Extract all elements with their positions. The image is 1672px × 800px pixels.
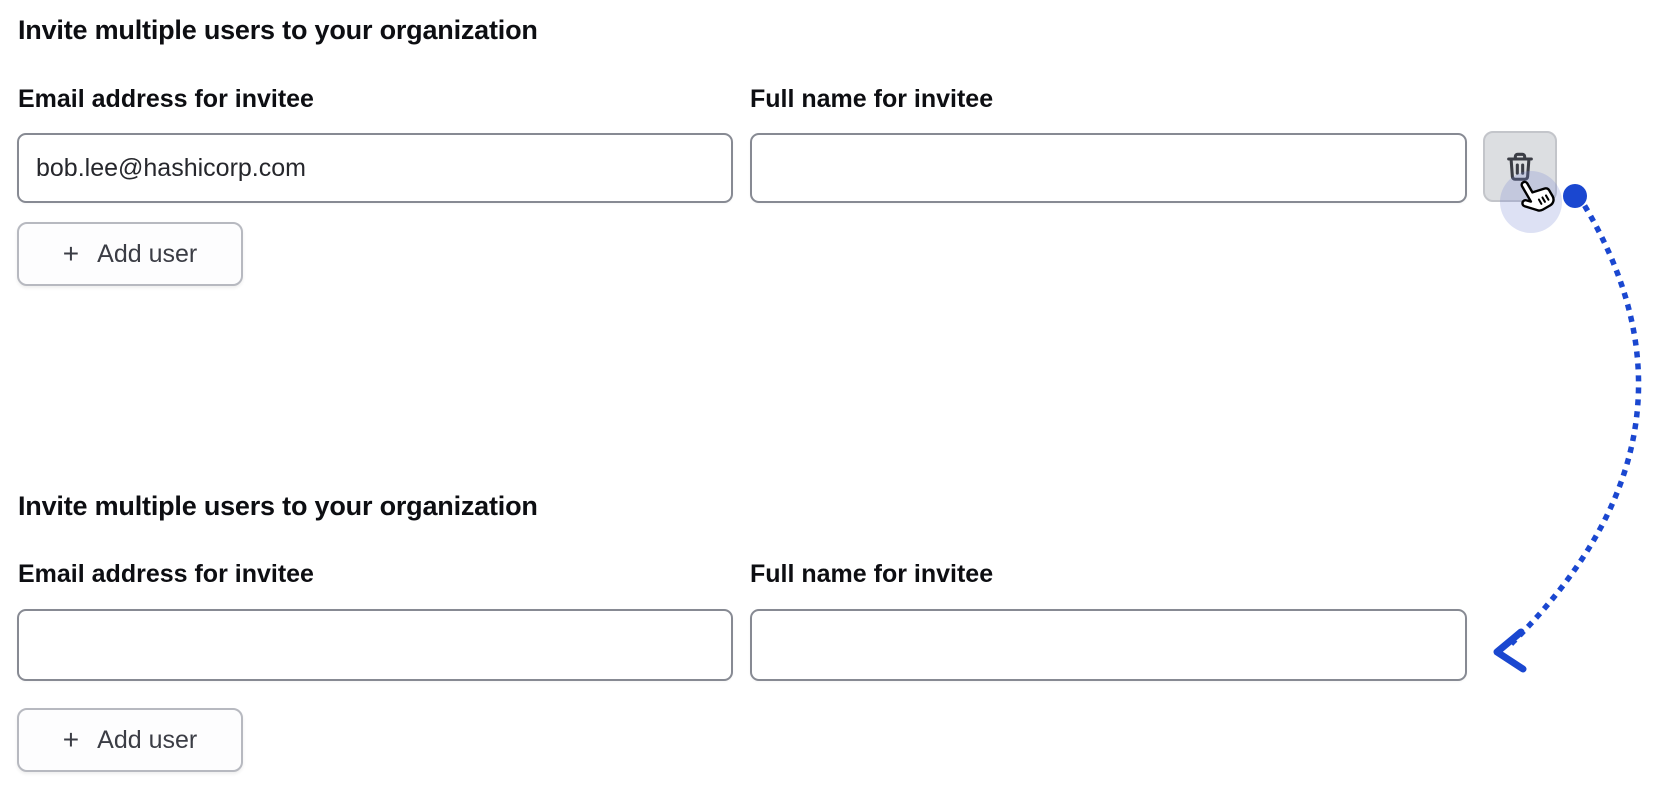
full-name-input[interactable]: [750, 609, 1467, 681]
full-name-label: Full name for invitee: [750, 85, 994, 113]
plus-icon: +: [62, 724, 80, 755]
trash-icon: [1507, 152, 1533, 181]
email-label: Email address for invitee: [18, 560, 314, 588]
add-user-button[interactable]: + Add user: [17, 708, 243, 772]
email-input[interactable]: [17, 133, 733, 203]
email-label: Email address for invitee: [18, 85, 314, 113]
full-name-label: Full name for invitee: [750, 560, 994, 588]
add-user-label: Add user: [97, 239, 198, 268]
drag-path-curve: [1502, 204, 1642, 653]
add-user-label: Add user: [97, 725, 198, 754]
arrowhead-icon: [1493, 628, 1527, 673]
section-heading: Invite multiple users to your organizati…: [18, 491, 538, 521]
email-input[interactable]: [17, 609, 733, 681]
full-name-input[interactable]: [750, 133, 1467, 203]
plus-icon: +: [62, 238, 80, 269]
drag-path-start-dot: [1563, 184, 1587, 208]
section-heading: Invite multiple users to your organizati…: [18, 15, 538, 45]
add-user-button[interactable]: + Add user: [17, 222, 243, 286]
delete-row-button[interactable]: [1483, 131, 1557, 202]
